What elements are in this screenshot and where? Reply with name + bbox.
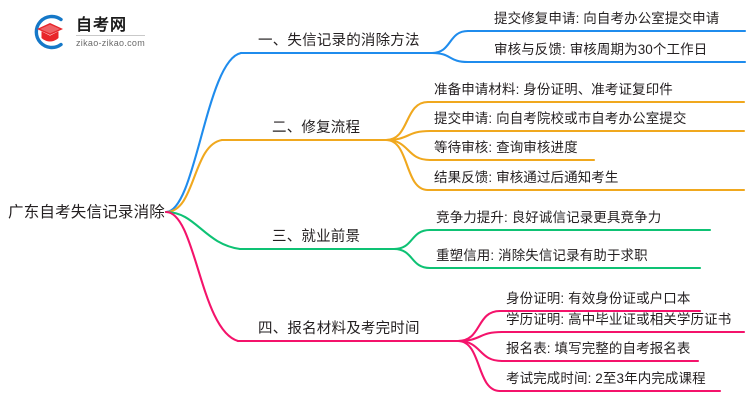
leaf-node-2-2[interactable]: 提交申请: 向自考院校或市自考办公室提交 (434, 111, 687, 126)
logo-subtitle: zikao-zikao.com (76, 38, 146, 48)
leaf-node-2-4[interactable]: 结果反馈: 审核通过后通知考生 (434, 170, 619, 185)
leaf-node-1-2[interactable]: 审核与反馈: 审核周期为30个工作日 (494, 42, 708, 57)
logo-title: 自考网 (76, 17, 146, 36)
connector-branch-3 (164, 210, 712, 270)
site-logo: 自考网 zikao-zikao.com (30, 11, 180, 53)
leaf-node-2-1[interactable]: 准备申请材料: 身份证明、准考证复印件 (434, 82, 673, 97)
leaf-node-2-3[interactable]: 等待审核: 查询审核进度 (434, 140, 578, 155)
leaf-node-4-3[interactable]: 报名表: 填写完整的自考报名表 (506, 341, 691, 356)
connector-branch-4 (164, 210, 746, 393)
mindmap-root-node[interactable]: 广东自考失信记录消除 (8, 204, 166, 221)
leaf-node-4-4[interactable]: 考试完成时间: 2至3年内完成课程 (506, 371, 706, 386)
leaf-node-1-1[interactable]: 提交修复申请: 向自考办公室提交申请 (494, 11, 720, 26)
leaf-node-3-1[interactable]: 竞争力提升: 良好诚信记录更具竞争力 (436, 210, 662, 225)
leaf-node-4-2[interactable]: 学历证明: 高中毕业证或相关学历证书 (506, 312, 732, 327)
connector-branch-1 (164, 29, 747, 214)
branch-node-3[interactable]: 三、就业前景 (272, 229, 361, 245)
branch-node-1[interactable]: 一、失信记录的消除方法 (258, 33, 420, 49)
leaf-node-3-2[interactable]: 重塑信用: 消除失信记录有助于求职 (436, 248, 648, 263)
leaf-node-4-1[interactable]: 身份证明: 有效身份证或户口本 (506, 291, 691, 306)
logo-text-block: 自考网 zikao-zikao.com (76, 15, 146, 49)
branch-node-4[interactable]: 四、报名材料及考完时间 (258, 321, 420, 337)
connector-branch-2 (164, 100, 746, 214)
zikao-graduation-cap-logo-icon (34, 14, 63, 50)
branch-node-2[interactable]: 二、修复流程 (272, 120, 361, 136)
